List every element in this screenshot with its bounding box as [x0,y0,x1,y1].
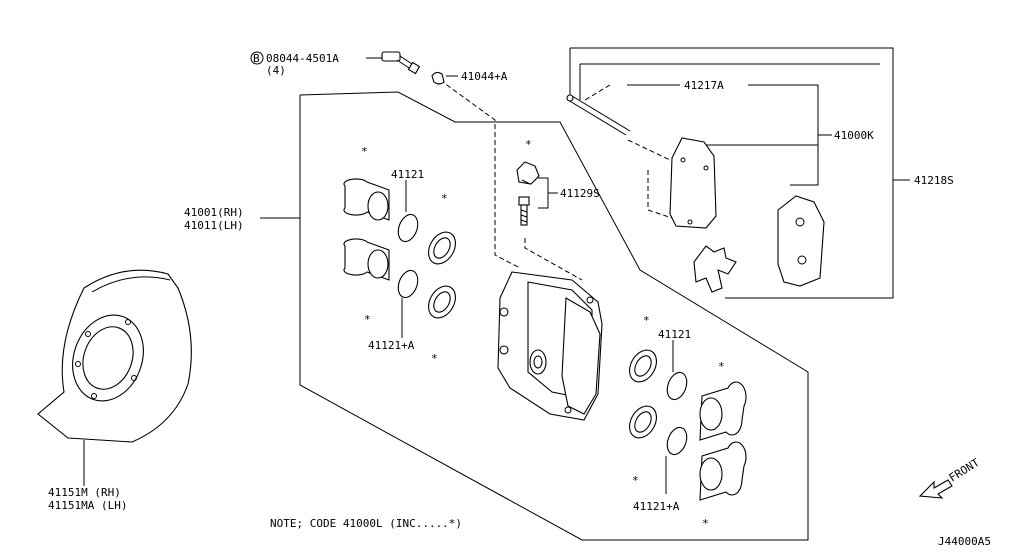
seal-lower-left-small [397,269,419,299]
pin-part [566,94,631,136]
label-shield-lh: 41151MA (LH) [48,499,127,512]
front-arrow-icon [918,479,953,499]
star-seal-lower-right: * [632,474,639,487]
label-bolt: 08044-4501A [266,52,339,65]
star-piston-lower-right: * [702,517,709,530]
star-piston-lower-left: * [364,313,371,326]
star-seal-upper-left: * [441,192,448,205]
label-bleeder: 41129S [560,187,600,200]
seal-lower-right-large [629,405,657,439]
seal-lower-left-large [428,285,456,319]
bolt-prefix-circle [250,51,264,65]
star-seal-upper-right: * [643,314,650,327]
label-caliper-rh: 41001(RH) [184,206,244,219]
cap-part [431,71,445,85]
seal-upper-right-small [666,371,688,401]
label-seal-left: 41121 [391,168,424,181]
diagram-code: J44000A5 [938,535,991,548]
caliper-body [497,271,603,421]
retainer-bracket [570,47,894,299]
label-pin: 41217A [684,79,724,92]
brake-pad-1 [669,137,717,229]
star-piston-upper-left: * [361,145,368,158]
star-bleeder: * [525,138,532,151]
brake-pad-2 [777,195,825,287]
bleeder-screw [518,196,530,226]
label-seal-right: 41121 [658,328,691,341]
label-seal-kit-left: 41121+A [368,339,415,352]
star-seal-lower-left: * [431,352,438,365]
label-pad-kit: 41000K [834,129,874,142]
seal-upper-left-small [397,213,419,243]
bolt-prefix: B [253,52,260,65]
bolt-part [381,51,421,75]
star-piston-upper-right: * [718,360,725,373]
label-seal-kit-right: 41121+A [633,500,680,513]
label-retainer: 41218S [914,174,954,187]
caliper-assembly-outline [299,91,809,541]
piston-upper-right [699,381,747,441]
label-caliper-lh: 41011(LH) [184,219,244,232]
dust-shield [37,269,192,443]
anti-rattle-clip [693,245,737,293]
piston-lower-right [699,441,747,501]
seal-upper-right-large [629,349,657,383]
label-bolt-qty: (4) [266,64,286,77]
seal-upper-left-large [428,231,456,265]
note-text: NOTE; CODE 41000L (INC.....*) [270,517,462,530]
front-label: FRONT [947,456,982,485]
piston-upper-left [343,178,390,221]
bleeder-cap [516,161,540,185]
label-cap: 41044+A [461,70,508,83]
label-shield-rh: 41151M (RH) [48,486,121,499]
seal-lower-right-small [666,426,688,456]
piston-lower-left [343,238,390,281]
